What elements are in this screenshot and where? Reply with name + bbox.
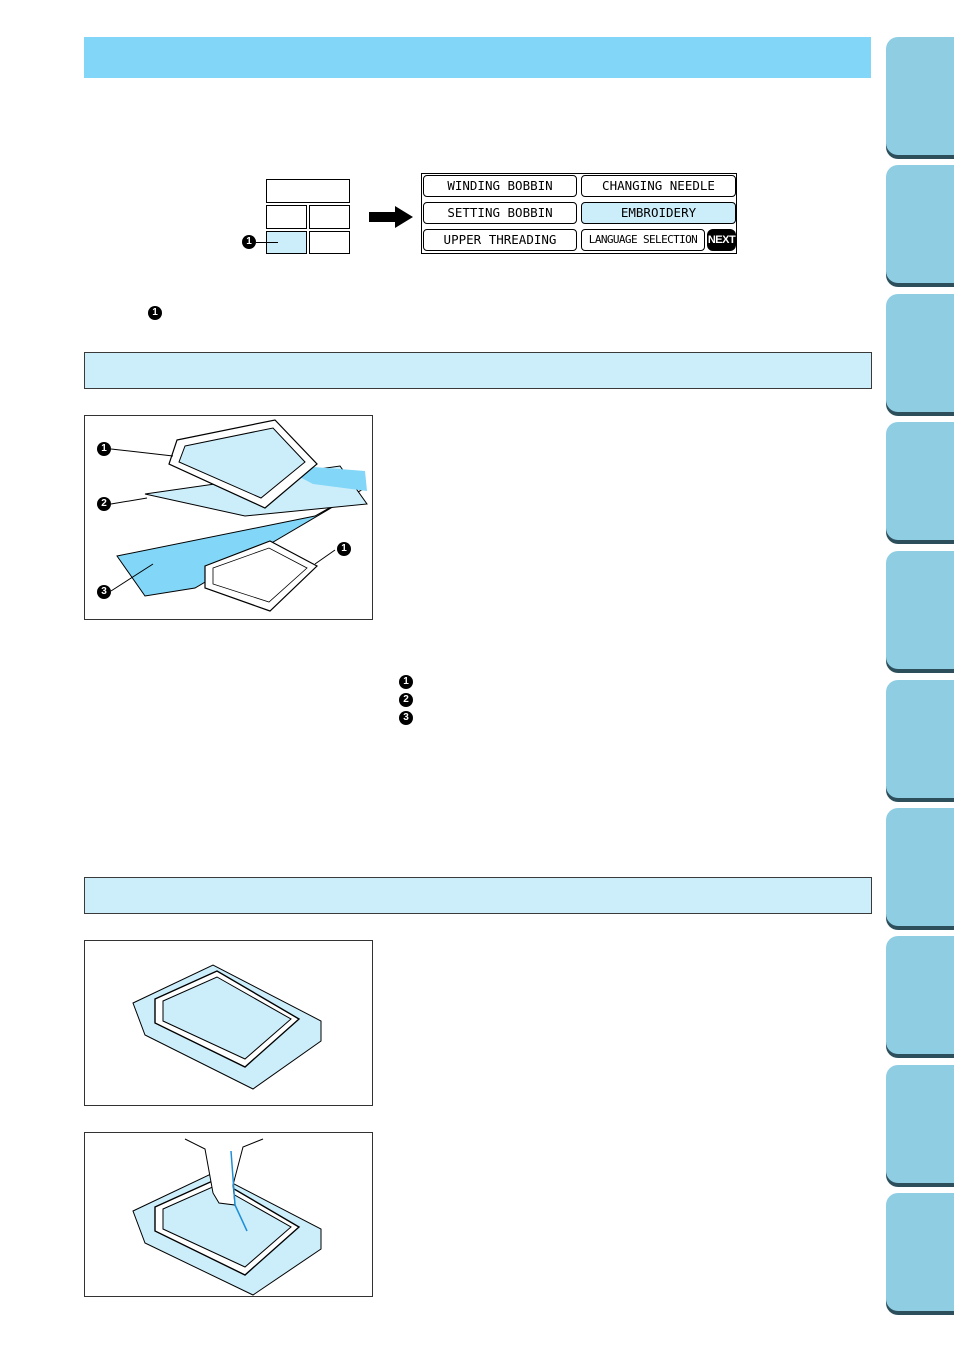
section-header-bar <box>84 877 872 914</box>
legend-marker: 2 <box>399 693 413 707</box>
language-selection-button[interactable]: LANGUAGE SELECTION <box>581 229 705 251</box>
embroidery-button[interactable]: EMBROIDERY <box>581 202 736 224</box>
hoop-under-needle-figure <box>84 1132 373 1297</box>
side-tab[interactable] <box>886 680 954 798</box>
side-tab[interactable] <box>886 1193 954 1311</box>
hoop-under-needle-illustration <box>132 1138 322 1296</box>
callout-marker: 1 <box>337 542 351 556</box>
hoop-assembly-illustration <box>110 419 368 612</box>
upper-threading-button[interactable]: UPPER THREADING <box>423 229 577 251</box>
legend-marker: 1 <box>399 675 413 689</box>
keypad-key-top <box>266 179 350 203</box>
callout-marker: 1 <box>148 306 162 320</box>
side-tab[interactable] <box>886 165 954 283</box>
right-arrow-icon <box>369 206 413 228</box>
setting-bobbin-button[interactable]: SETTING BOBBIN <box>423 202 577 224</box>
next-button[interactable]: NEXT <box>707 229 736 251</box>
section-header-bar <box>84 352 872 389</box>
callout-marker: 1 <box>242 235 256 249</box>
side-tab[interactable] <box>886 936 954 1054</box>
hoop-assembly-figure: 1 2 3 1 <box>84 415 373 620</box>
legend-marker: 3 <box>399 711 413 725</box>
page-title-bar <box>84 37 871 78</box>
side-tab[interactable] <box>886 422 954 540</box>
callout-marker: 1 <box>97 442 111 456</box>
side-tab[interactable] <box>886 294 954 412</box>
hooped-fabric-figure <box>84 940 373 1106</box>
changing-needle-button[interactable]: CHANGING NEEDLE <box>581 175 736 197</box>
hooped-fabric-illustration <box>132 964 322 1090</box>
lcd-menu-screen: WINDING BOBBIN CHANGING NEEDLE SETTING B… <box>421 173 737 254</box>
callout-marker: 3 <box>97 585 111 599</box>
keypad-key <box>309 205 350 229</box>
winding-bobbin-button[interactable]: WINDING BOBBIN <box>423 175 577 197</box>
side-tab[interactable] <box>886 551 954 669</box>
callout-line <box>256 242 278 243</box>
keypad-key <box>266 205 307 229</box>
callout-marker: 2 <box>97 497 111 511</box>
side-tab[interactable] <box>886 808 954 926</box>
side-tab[interactable] <box>886 37 954 155</box>
keypad-key <box>309 231 350 254</box>
side-tab[interactable] <box>886 1065 954 1183</box>
